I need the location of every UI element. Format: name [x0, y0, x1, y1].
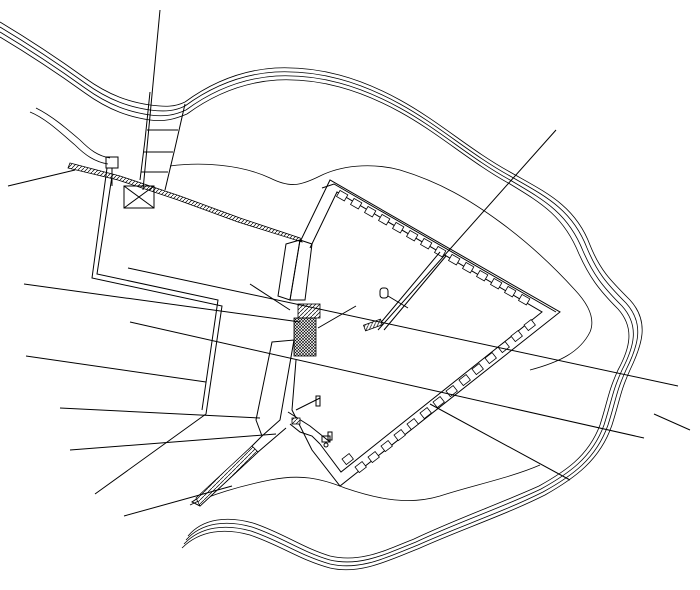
leader-line	[7, 169, 76, 187]
leader-lines	[7, 9, 691, 517]
channel-structure	[123, 91, 186, 209]
basin-walls	[291, 179, 561, 487]
basin-sw-details	[287, 395, 333, 448]
left-boundary-line	[91, 167, 223, 495]
leader-line	[123, 485, 233, 517]
left-shore-line-2	[35, 107, 111, 159]
leader-line	[25, 355, 207, 383]
leader-line	[142, 9, 161, 191]
inner-contour-upper	[169, 163, 593, 371]
inner-contour-lower	[189, 464, 541, 506]
seawall-upper	[67, 162, 303, 243]
basin-west-wall	[191, 239, 321, 507]
leader-line	[429, 403, 571, 481]
cells-northeast	[335, 189, 531, 306]
left-shore-line	[29, 111, 109, 165]
interior-pipe	[363, 251, 447, 332]
leader-line	[249, 283, 291, 311]
valve-small	[379, 287, 389, 299]
outer-contour-band	[181, 67, 643, 571]
leader-line	[317, 305, 357, 329]
channel-box	[123, 185, 155, 209]
intake-box	[105, 156, 119, 169]
left-boundary-line-inner	[96, 175, 219, 411]
river-band-top-left	[0, 21, 188, 122]
leader-line	[653, 413, 691, 431]
leader-line	[377, 129, 557, 331]
cells-southeast	[341, 318, 536, 474]
leader-line	[59, 407, 261, 419]
leader-line	[69, 433, 277, 451]
leader-line	[129, 321, 645, 439]
leader-line	[23, 283, 301, 323]
leader-line	[127, 267, 679, 387]
